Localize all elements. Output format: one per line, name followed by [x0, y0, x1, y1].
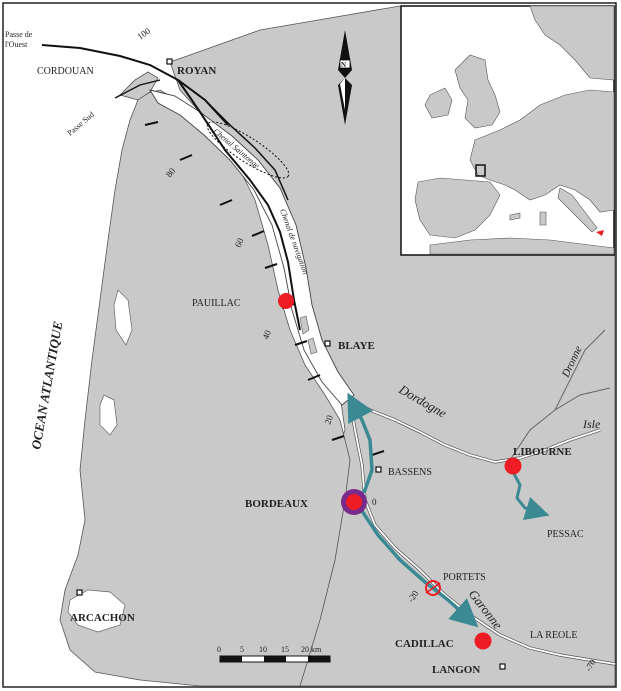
label-isle: Isle: [582, 417, 601, 431]
scale-tick-15: 15: [281, 645, 289, 654]
label-cordouan: CORDOUAN: [37, 66, 94, 77]
port-marker-portets[interactable]: [425, 580, 441, 596]
route-bordeaux-south: [358, 507, 479, 628]
km-label-20: 20: [322, 413, 335, 425]
label-bordeaux: BORDEAUX: [245, 498, 308, 510]
label-cadillac: CADILLAC: [395, 638, 454, 650]
inset-location-box: [475, 164, 486, 177]
north-arrow-icon: N: [338, 30, 352, 125]
label-bassens: BASSENS: [388, 467, 432, 478]
km-label-0: 0: [372, 497, 377, 507]
port-marker-libourne[interactable]: [504, 457, 522, 475]
lake-hourtin: [113, 289, 133, 346]
route-bordeaux-north: [347, 392, 374, 504]
island-2: [307, 337, 318, 355]
inset-europe-map: [400, 5, 615, 256]
scale-tick-5: 5: [240, 645, 244, 654]
label-libourne: LIBOURNE: [513, 446, 572, 458]
km-label-40: 40: [260, 328, 273, 340]
port-marker-cadillac[interactable]: [474, 632, 492, 650]
land-west: [59, 89, 351, 687]
lake-lacanau: [99, 394, 118, 436]
arcachon-basin: [67, 589, 126, 633]
channel-navigation: [177, 79, 301, 331]
label-langon: LANGON: [432, 664, 480, 676]
island-1: [299, 315, 310, 335]
channel-secondary: [204, 99, 289, 201]
label-blaye: BLAYE: [338, 340, 375, 352]
label-passe-ouest-1: Passe de: [5, 30, 33, 39]
label-pessac: PESSAC: [547, 529, 584, 540]
label-arcachon: ARCACHON: [70, 612, 135, 624]
scale-bar: 0 5 10 15 20 km: [217, 645, 331, 663]
port-marker-pauillac[interactable]: [278, 293, 294, 309]
label-pauillac: PAUILLAC: [192, 298, 241, 309]
town-square-icons: [76, 58, 506, 670]
route-libourne: [510, 469, 550, 520]
label-la-reole: LA REOLE: [530, 630, 578, 641]
channel-passe-sud: [114, 79, 161, 99]
scale-tick-10: 10: [259, 645, 267, 654]
label-portets: PORTETS: [443, 572, 486, 583]
svg-text:N: N: [341, 61, 346, 69]
label-royan: ROYAN: [177, 65, 216, 77]
chenal-saintonge-outline: [206, 121, 290, 179]
scale-tick-0: 0: [217, 645, 221, 654]
port-marker-bordeaux[interactable]: [346, 494, 362, 510]
scale-tick-20km: 20 km: [301, 645, 322, 654]
river-dronne: [554, 329, 606, 411]
label-passe-ouest-2: l'Ouest: [5, 40, 28, 49]
